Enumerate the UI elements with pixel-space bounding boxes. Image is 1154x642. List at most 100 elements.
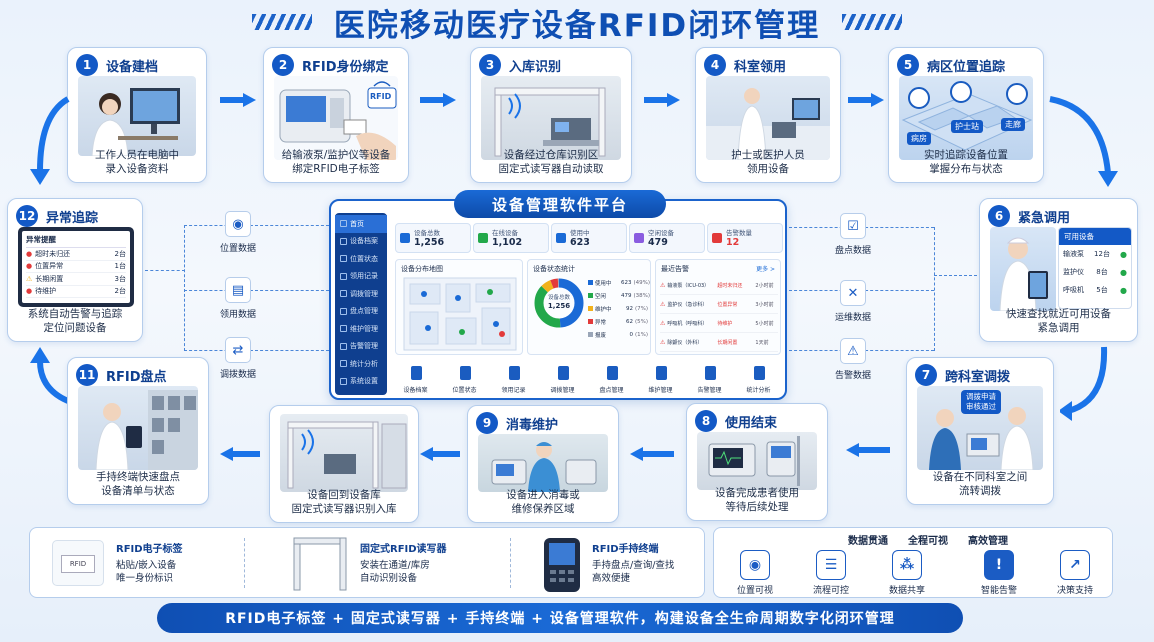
- flow-arrow-curve-right-bottom: [1060, 346, 1108, 421]
- alert-time: 5小时前: [755, 320, 774, 327]
- step-title: 设备建档: [106, 59, 159, 75]
- step-caption: 给输液泵/监护仪等设备绑定RFID电子标签: [281, 149, 391, 175]
- step-number: 1: [76, 54, 98, 76]
- flow-arrow: [420, 447, 460, 461]
- device-name: 输液泵: [1063, 250, 1084, 258]
- alert-status: 位置异常: [717, 301, 738, 308]
- more-alerts-link[interactable]: 更多 >: [756, 266, 775, 273]
- available-panel-title: 可用设备: [1059, 228, 1131, 245]
- device-count: 12台: [1094, 250, 1110, 258]
- warning-icon: ⚠: [26, 274, 33, 283]
- status-donut-chart: [534, 278, 584, 328]
- value-headers: 数据贯通全程可视高效管理: [848, 536, 1008, 547]
- flow-dash: [184, 225, 329, 226]
- alert-panel-title: 异常提醒: [26, 234, 126, 248]
- location-pin-icon: ◉: [225, 211, 251, 237]
- checklist-icon: ☑: [840, 213, 866, 239]
- alert-time: 3小时前: [755, 301, 774, 308]
- flow-arrow: [630, 447, 674, 461]
- step-title: 紧急调用: [1018, 210, 1071, 226]
- sidebar-menu-item[interactable]: 盘点管理: [335, 303, 387, 321]
- divider: [510, 538, 511, 588]
- alert-item-label: ●位置异常: [26, 261, 63, 271]
- legend-pct: (49%): [633, 279, 650, 286]
- alert-item: ⚠长期闲置 3台: [26, 273, 126, 286]
- module-shortcut[interactable]: 告警管理: [686, 361, 734, 395]
- check-icon: ●: [1120, 267, 1127, 277]
- alert-item-label: ⚠长期闲置: [26, 274, 63, 284]
- photo-rfid-tag-binding: RFID: [274, 76, 398, 160]
- sidebar-menu-item[interactable]: 告警管理: [335, 338, 387, 356]
- legend-label: 异常: [595, 319, 607, 326]
- stat-label: 在线设备: [492, 229, 518, 237]
- platform-bottom-bar: 设备档案位置状态领用记录调拨管理盘点管理维护管理告警管理统计分析: [391, 361, 783, 395]
- legend-pct: (7%): [635, 305, 649, 312]
- photo-staff-computer: [78, 76, 196, 156]
- alert-status: 待维护: [717, 320, 733, 327]
- sidebar-menu-item[interactable]: 统计分析: [335, 355, 387, 373]
- module-shortcut[interactable]: 位置状态: [441, 361, 489, 395]
- flow-arrow: [848, 93, 884, 107]
- component-fixed-reader: 固定式RFID读写器 安装在通道/库房 自动识别设备: [360, 544, 447, 584]
- software-platform: 设备管理软件平台 首页设备档案位置状态领用记录调拨管理盘点管理维护管理告警管理统…: [329, 190, 787, 400]
- page-title: 医院移动医疗设备RFID闭环管理: [333, 7, 821, 44]
- module-shortcut[interactable]: 领用记录: [490, 361, 538, 395]
- sidebar-menu-item[interactable]: 维护管理: [335, 320, 387, 338]
- step-title: 异常追踪: [46, 210, 99, 226]
- legend-label: 报废: [595, 332, 607, 339]
- alert-item-count: 3台: [114, 274, 126, 283]
- alert-item-text: 长期闲置: [35, 274, 64, 283]
- module-shortcut[interactable]: 调拨管理: [539, 361, 587, 395]
- sidebar-menu-item[interactable]: 设备档案: [335, 233, 387, 251]
- step-number: 5: [897, 54, 919, 76]
- module-shortcut[interactable]: 盘点管理: [588, 361, 636, 395]
- photo-return-warehouse: [280, 414, 408, 492]
- divider: [244, 538, 245, 588]
- alert-item-text: 超时未归还: [35, 249, 71, 258]
- title-decoration-left: [251, 14, 312, 30]
- warning-icon: ●: [26, 249, 33, 258]
- photo-disinfection: [478, 434, 608, 492]
- flow-arrow-curve-left-top: [30, 96, 70, 185]
- fixed-reader-image: [293, 537, 347, 591]
- step-title: 入库识别: [509, 59, 562, 75]
- legend-value: 92: [626, 305, 633, 312]
- sidebar-menu-item[interactable]: 位置状态: [335, 250, 387, 268]
- module-shortcut[interactable]: 统计分析: [735, 361, 783, 395]
- photo-handheld-inventory: [78, 386, 198, 470]
- step-caption: 设备回到设备库固定式读写器识别入库: [291, 489, 397, 515]
- photo-nurse-tablet: [990, 227, 1056, 311]
- step-number: 9: [476, 412, 498, 434]
- step-caption: 快速查找就近可用设备紧急调用: [1006, 308, 1111, 334]
- network-share-icon: ⁂: [892, 550, 922, 580]
- flow-dash: [184, 225, 185, 351]
- area-label-ward: 病房: [907, 132, 931, 145]
- module-shortcut[interactable]: 设备档案: [392, 361, 440, 395]
- sidebar-menu-item[interactable]: 系统设置: [335, 373, 387, 391]
- module-shortcut[interactable]: 维护管理: [637, 361, 685, 395]
- sidebar-menu-item[interactable]: 领用记录: [335, 268, 387, 286]
- legend-swatch: [588, 306, 593, 311]
- device-name: 监护仪: [1063, 268, 1084, 276]
- check-icon: ●: [1120, 285, 1127, 295]
- legend-swatch: [588, 280, 593, 285]
- alert-triangle-icon: !: [984, 550, 1014, 580]
- sidebar-menu-item[interactable]: 首页: [335, 215, 387, 233]
- sidebar-menu-item[interactable]: 调拨管理: [335, 285, 387, 303]
